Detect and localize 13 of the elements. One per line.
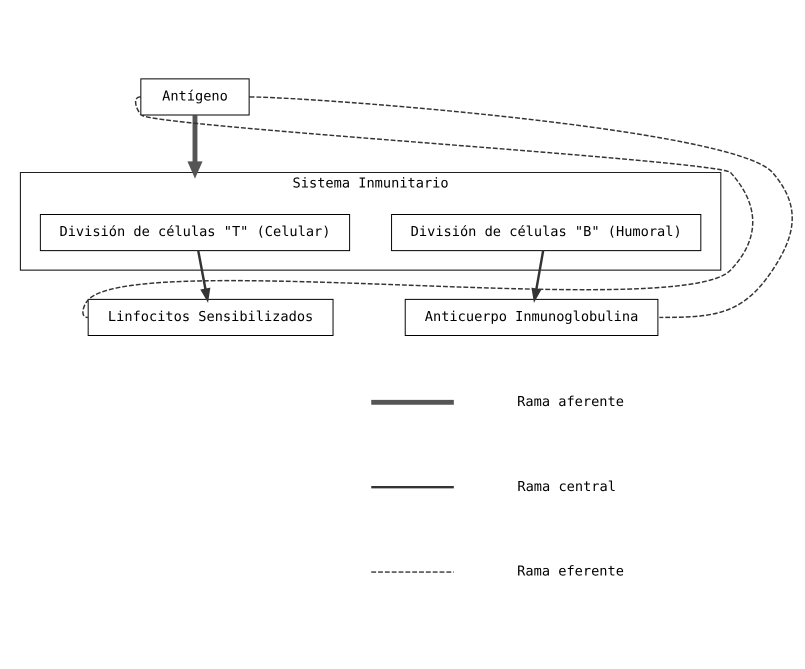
arrow <box>197 250 210 303</box>
node-box: División de células "T" (Celular) <box>40 214 350 252</box>
arrow <box>531 250 544 303</box>
node-box: División de células "B" (Humoral) <box>391 214 702 252</box>
legend-label: Rama eferente <box>517 564 624 580</box>
node-box: Antígeno <box>140 78 250 116</box>
node-box: Linfocitos Sensibilizados <box>88 298 334 336</box>
legend-label: Rama aferente <box>517 394 624 410</box>
arrow <box>187 115 203 179</box>
node-box: Anticuerpo Inmunoglobulina <box>404 298 658 336</box>
legend-label: Rama central <box>517 478 616 495</box>
connector <box>84 96 754 318</box>
connector <box>250 96 793 318</box>
